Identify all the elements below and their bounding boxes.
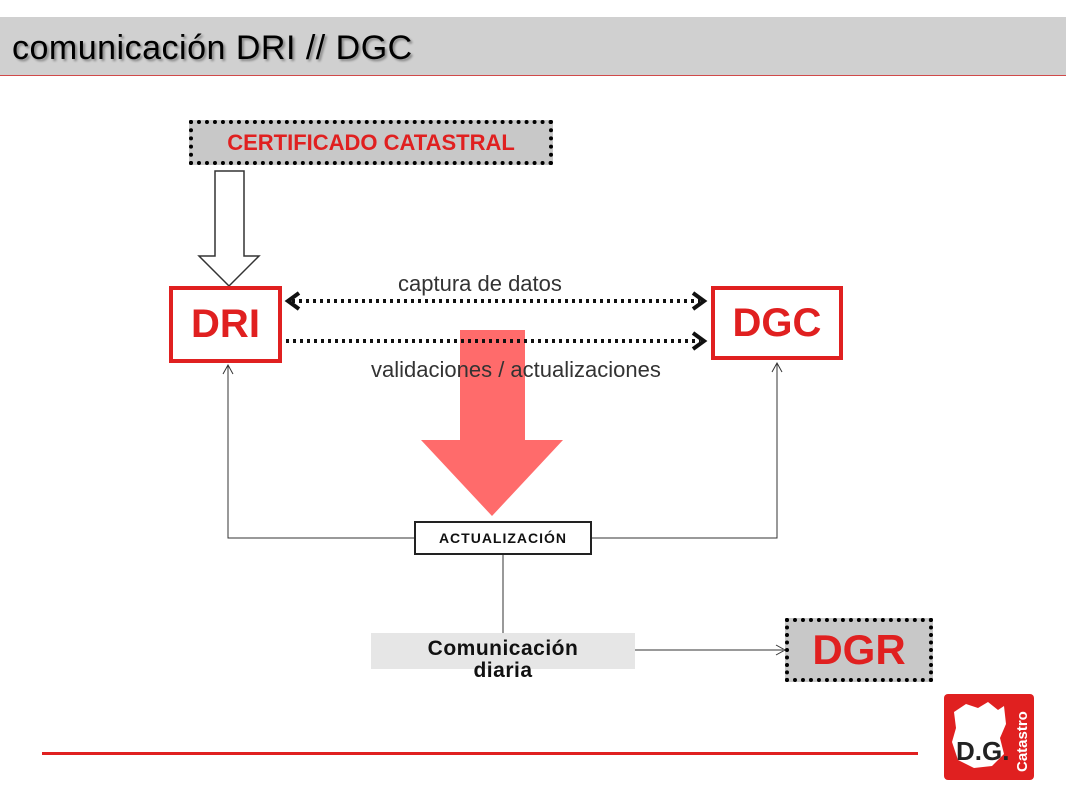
hollow-down-arrow	[197, 170, 261, 288]
comunicacion-line-1: Comunicación	[427, 637, 579, 660]
validaciones-right-arrowhead	[691, 331, 708, 351]
dg-catastro-logo: D.G. Catastro	[944, 694, 1034, 780]
dgc-box: DGC	[711, 286, 843, 360]
captura-label: captura de datos	[398, 271, 562, 296]
dri-box: DRI	[169, 286, 282, 363]
logo-main-text: D.G.	[956, 736, 1009, 766]
connector-to-dgc-arrowhead	[771, 361, 783, 373]
certificado-catastral-box: CERTIFICADO CATASTRAL	[189, 120, 553, 165]
captura-left-arrowhead	[284, 291, 301, 311]
comunicacion-line-2: diaria	[473, 659, 533, 682]
bottom-divider	[42, 752, 918, 755]
logo-side-text: Catastro	[1014, 711, 1031, 772]
dgr-box: DGR	[785, 618, 933, 682]
slide-title: comunicación DRI // DGC	[12, 29, 413, 67]
connector-to-dri	[227, 366, 414, 539]
big-red-down-arrow	[421, 330, 563, 516]
comunicacion-diaria-box: Comunicación diaria	[371, 633, 635, 682]
title-bar: comunicación DRI // DGC	[0, 17, 1066, 76]
connector-to-dri-arrowhead	[222, 363, 234, 375]
validaciones-label: validaciones / actualizaciones	[371, 357, 661, 382]
captura-right-arrowhead	[691, 291, 708, 311]
connector-to-dgc	[592, 363, 778, 539]
actualizacion-box: ACTUALIZACIÓN	[414, 521, 592, 555]
